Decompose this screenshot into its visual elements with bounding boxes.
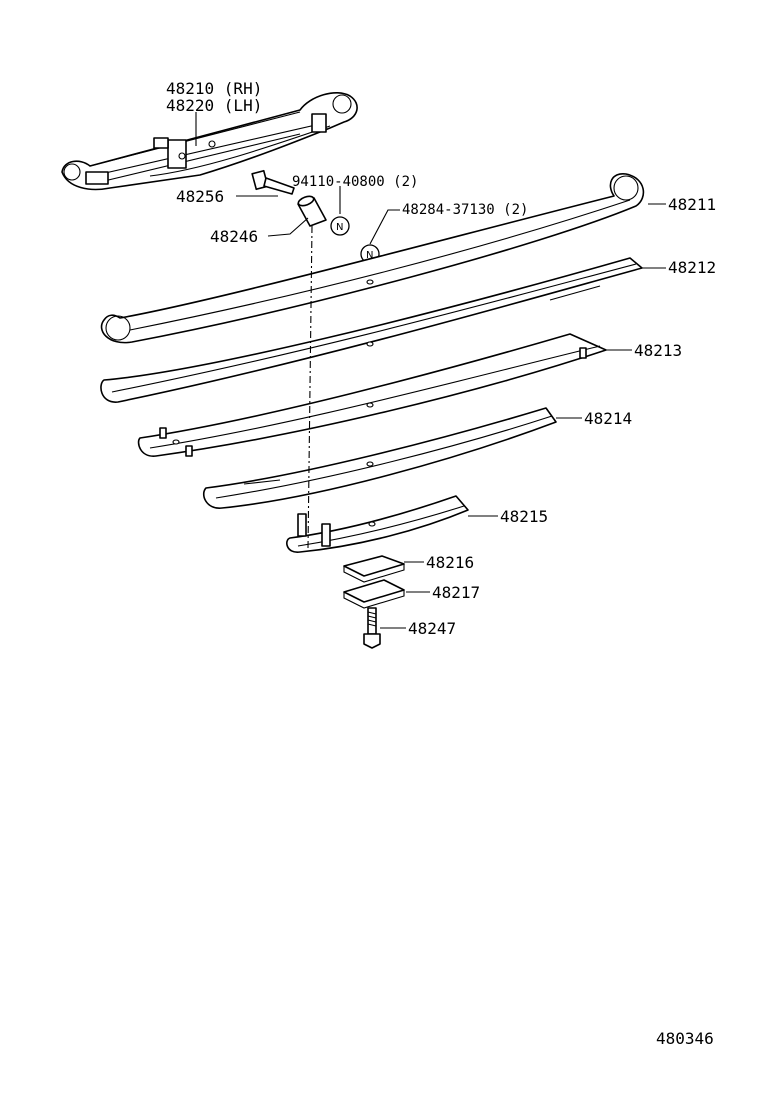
label-48210-rh: 48210 (RH) (166, 79, 262, 98)
bolt-48247[interactable] (363, 607, 381, 649)
leaf-48213[interactable] (137, 333, 607, 457)
bushing-48246[interactable] (297, 195, 327, 227)
n-symbol-94110-text: N (336, 222, 343, 233)
plate-48216[interactable] (343, 555, 405, 583)
label-48211: 48211 (668, 195, 716, 214)
label-48216: 48216 (426, 553, 474, 572)
label-48214: 48214 (584, 409, 632, 428)
leaf-48215[interactable] (286, 495, 469, 553)
plate-48217[interactable] (343, 579, 405, 609)
n-symbol-48284-text: N (366, 250, 373, 261)
label-94110-40800: 94110-40800 (2) (292, 174, 418, 190)
label-48246: 48246 (210, 227, 258, 246)
figure-number: 480346 (656, 1029, 714, 1048)
center-alignment-line (307, 225, 313, 549)
label-48256: 48256 (176, 187, 224, 206)
leaf-48212[interactable] (100, 257, 643, 403)
n-symbol-94110 (330, 216, 350, 236)
bolt-48256[interactable] (251, 169, 295, 195)
leaf-48214[interactable] (202, 407, 557, 509)
label-48220-lh: 48220 (LH) (166, 96, 262, 115)
label-48284-37130: 48284-37130 (2) (402, 202, 528, 218)
label-48247: 48247 (408, 619, 456, 638)
label-48217: 48217 (432, 583, 480, 602)
leaf-48211[interactable] (100, 173, 645, 344)
label-48215: 48215 (500, 507, 548, 526)
label-48213: 48213 (634, 341, 682, 360)
spring-assembly-48210[interactable] (61, 92, 358, 191)
label-48212: 48212 (668, 258, 716, 277)
